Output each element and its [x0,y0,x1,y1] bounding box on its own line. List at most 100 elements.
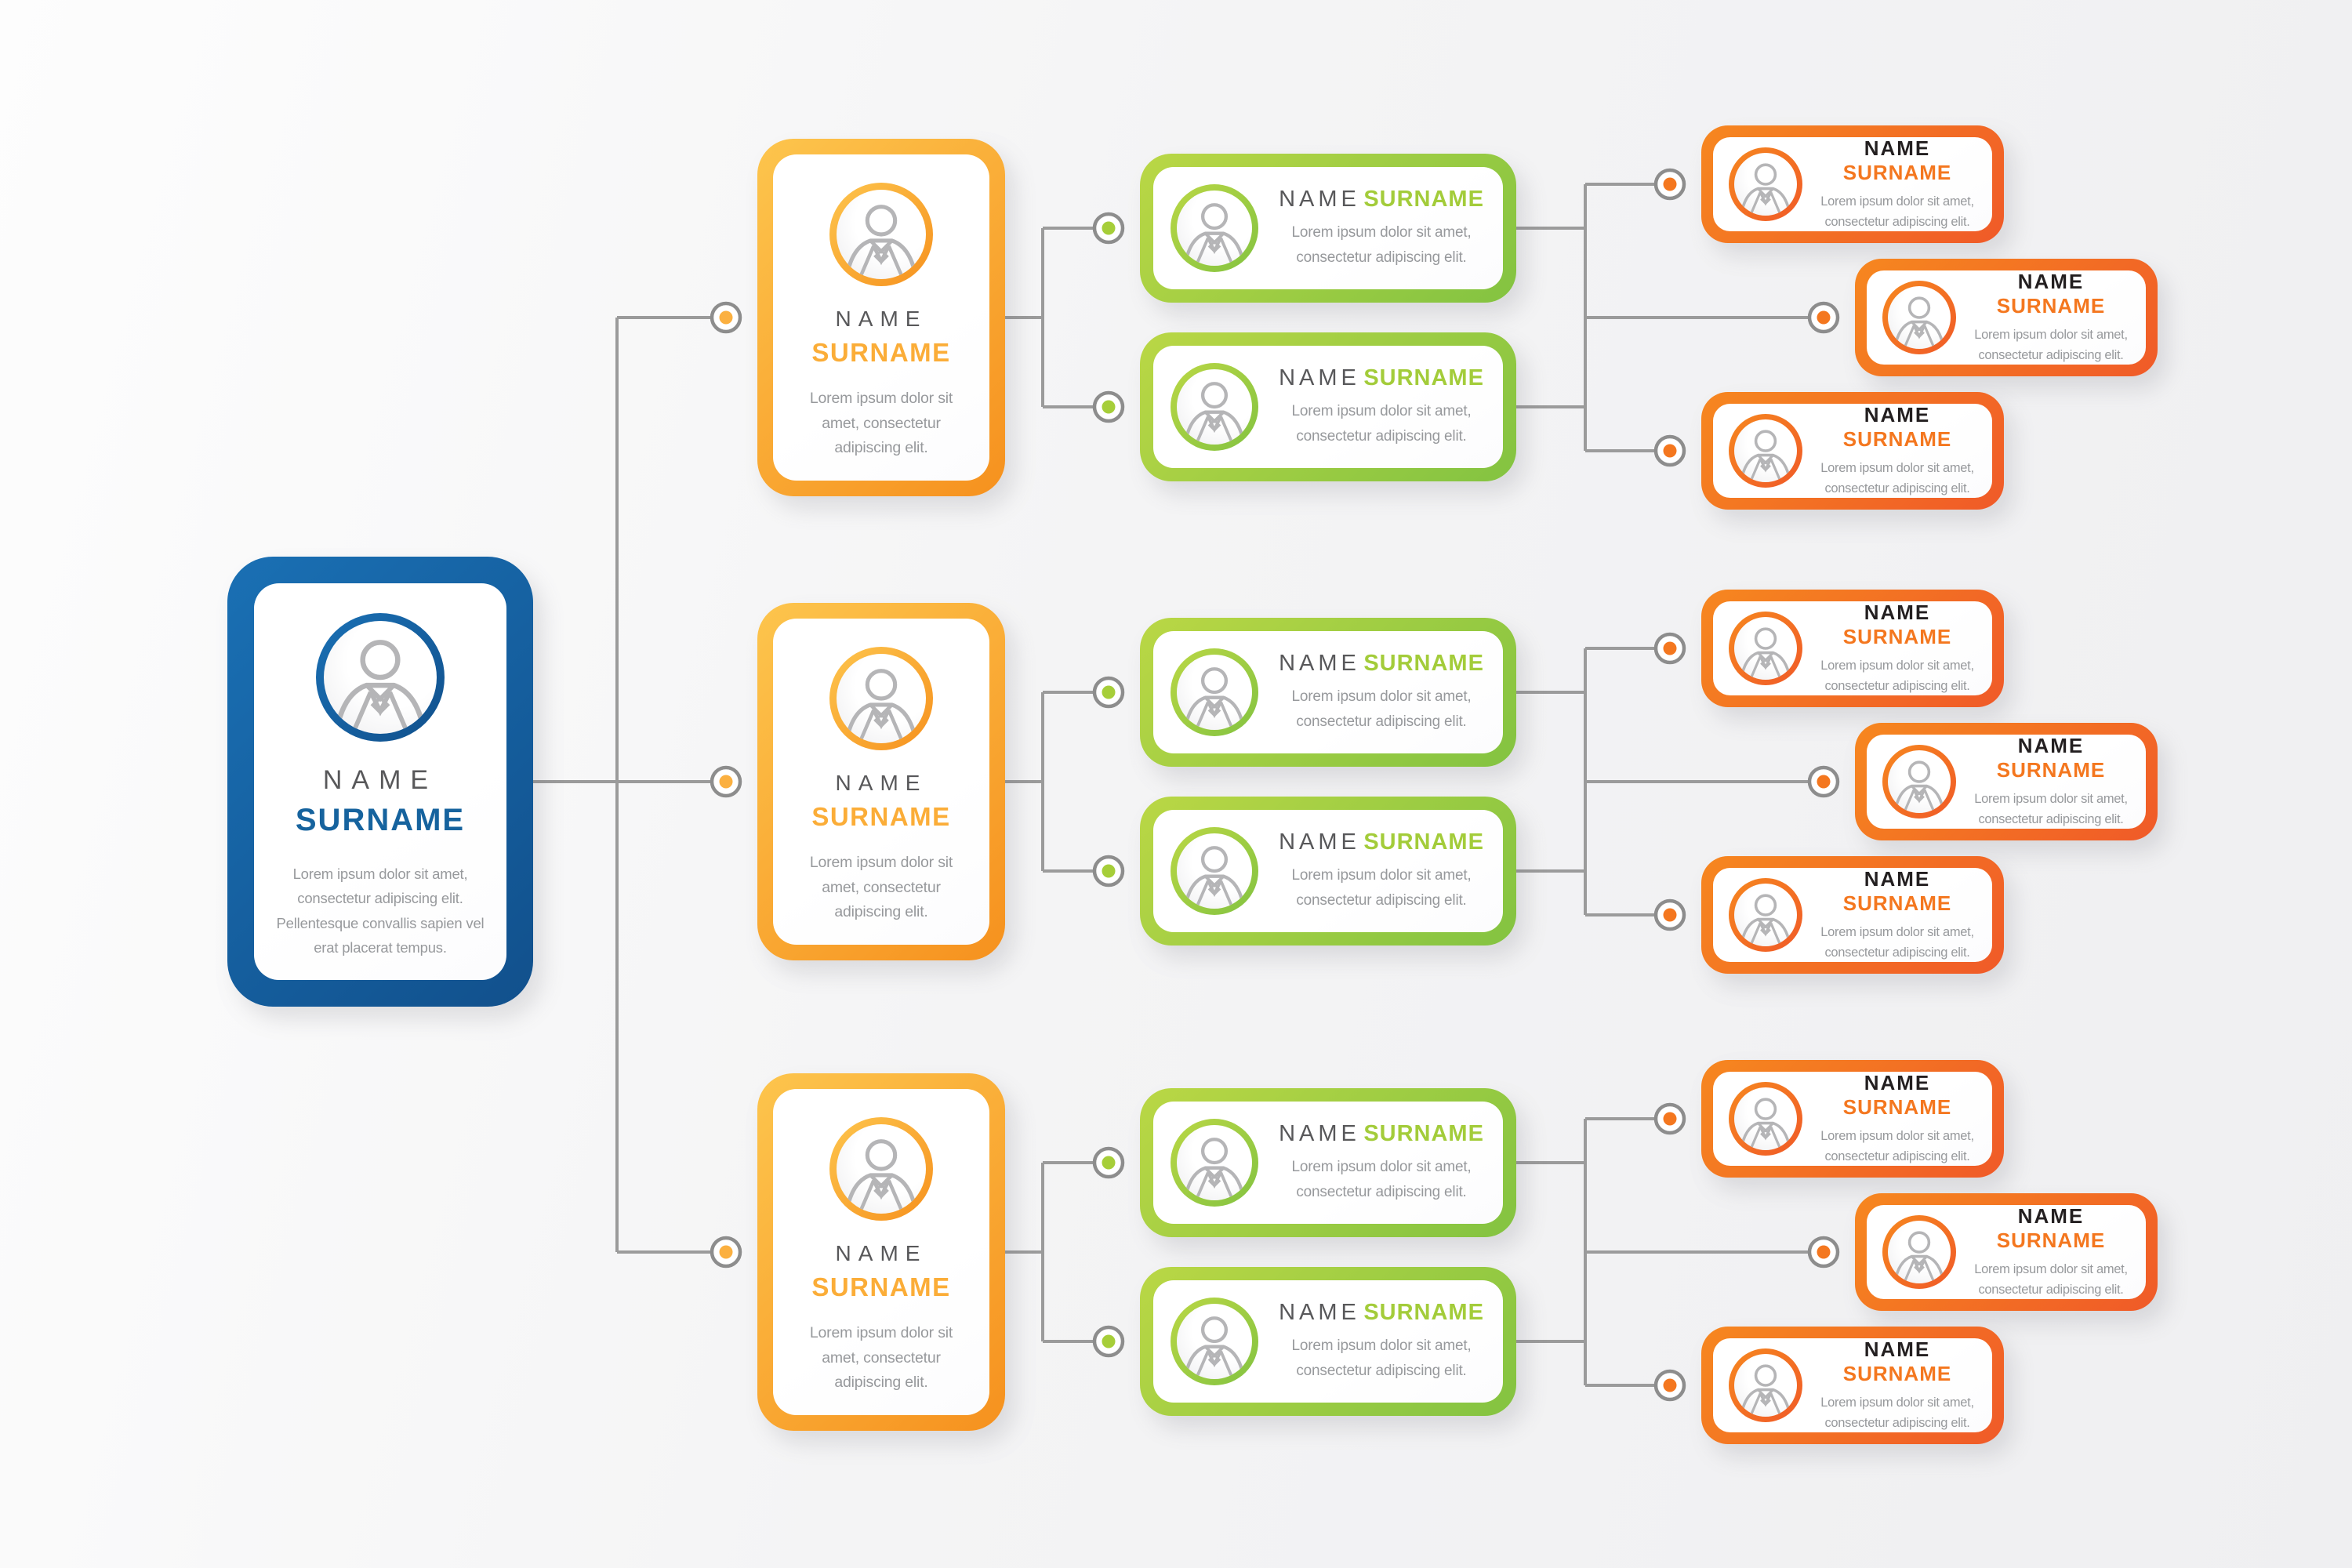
member-surname: SURNAME [1363,187,1484,212]
member-description: Lorem ipsum dolor sit amet, consectetur … [1291,867,1472,909]
avatar [1171,184,1258,272]
report-name: NAME [1864,136,1931,160]
manager-surname: SURNAME [811,802,951,831]
manager-description: Lorem ipsum dolor sit amet, consectetur … [809,390,953,457]
avatar [829,647,933,750]
member-surname: SURNAME [1363,829,1484,855]
report-name: NAME [2017,269,2085,293]
report-description: Lorem ipsum dolor sit amet, consectetur … [1820,924,1974,960]
avatar-person-icon [1177,655,1252,730]
avatar-person-icon [1734,1354,1797,1417]
member-card: NAME SURNAME Lorem ipsum dolor sit amet,… [1140,618,1516,767]
report-card: NAME SURNAME Lorem ipsum dolor sit amet,… [1855,259,2158,376]
report-card: NAME SURNAME Lorem ipsum dolor sit amet,… [1855,1193,2158,1311]
report-card: NAME SURNAME Lorem ipsum dolor sit amet,… [1701,392,2004,510]
avatar [1171,1119,1258,1207]
root-description: Lorem ipsum dolor sit amet, consectetur … [276,866,485,956]
report-name: NAME [1864,1337,1931,1361]
report-surname: SURNAME [1842,1094,1952,1119]
report-name: NAME [1864,866,1931,891]
report-description: Lorem ipsum dolor sit amet, consectetur … [1820,1128,1974,1163]
connector-node-dot [1653,168,1686,201]
member-description: Lorem ipsum dolor sit amet, consectetur … [1291,1159,1472,1200]
report-description: Lorem ipsum dolor sit amet, consectetur … [1974,327,2128,362]
root-card: NAME SURNAME Lorem ipsum dolor sit amet,… [227,557,533,1007]
avatar [1729,1082,1802,1156]
avatar [1882,1215,1956,1289]
avatar [316,613,445,742]
avatar-person-icon [1177,833,1252,909]
report-card: NAME SURNAME Lorem ipsum dolor sit amet,… [1855,723,2158,840]
connector-node-dot [1653,1102,1686,1135]
manager-name: NAME [835,771,927,795]
avatar-person-icon [1734,617,1797,680]
member-description: Lorem ipsum dolor sit amet, consectetur … [1291,1338,1472,1379]
member-surname: SURNAME [1363,651,1484,677]
manager-name: NAME [835,1241,927,1265]
member-name: NAME [1279,1121,1360,1147]
avatar-person-icon [837,190,926,279]
connector-node-dot [1653,632,1686,665]
avatar-person-icon [1734,1087,1797,1150]
avatar [1171,1298,1258,1385]
manager-name: NAME [835,307,927,331]
report-card: NAME SURNAME Lorem ipsum dolor sit amet,… [1701,125,2004,243]
member-surname: SURNAME [1363,1121,1484,1147]
connector-node-dot [1807,765,1840,798]
member-description: Lorem ipsum dolor sit amet, consectetur … [1291,224,1472,266]
root-name: NAME [322,765,438,795]
member-surname: SURNAME [1363,365,1484,391]
member-description: Lorem ipsum dolor sit amet, consectetur … [1291,688,1472,730]
avatar [1171,827,1258,915]
connector-node-dot [1807,1236,1840,1269]
report-card: NAME SURNAME Lorem ipsum dolor sit amet,… [1701,590,2004,707]
avatar [1729,414,1802,488]
avatar [1729,147,1802,221]
avatar [1729,1348,1802,1422]
report-surname: SURNAME [1996,757,2106,782]
avatar-person-icon [1177,191,1252,266]
connector-node-dot [1092,390,1125,423]
member-name: NAME [1279,365,1360,391]
connector-node-dot [1807,301,1840,334]
report-description: Lorem ipsum dolor sit amet, consectetur … [1820,1395,1974,1430]
manager-description: Lorem ipsum dolor sit amet, consectetur … [809,854,953,921]
report-card: NAME SURNAME Lorem ipsum dolor sit amet,… [1701,1060,2004,1178]
connector-node-dot [1092,676,1125,709]
avatar-person-icon [1888,286,1951,349]
report-surname: SURNAME [1842,426,1952,451]
report-description: Lorem ipsum dolor sit amet, consectetur … [1974,791,2128,826]
connector-node-dot [1653,1369,1686,1402]
avatar-person-icon [1888,750,1951,813]
manager-card: NAME SURNAME Lorem ipsum dolor sit amet,… [757,603,1005,960]
connector-node-dot [710,1236,742,1269]
root-surname: SURNAME [295,803,466,837]
avatar-person-icon [1177,1125,1252,1200]
avatar-person-icon [1177,1304,1252,1379]
report-surname: SURNAME [1996,293,2106,318]
report-name: NAME [2017,1203,2085,1228]
member-description: Lorem ipsum dolor sit amet, consectetur … [1291,403,1472,445]
member-surname: SURNAME [1363,1300,1484,1326]
avatar [1882,281,1956,354]
report-description: Lorem ipsum dolor sit amet, consectetur … [1820,460,1974,495]
manager-description: Lorem ipsum dolor sit amet, consectetur … [809,1324,953,1392]
avatar [1729,878,1802,952]
avatar [1882,745,1956,818]
avatar-person-icon [1177,369,1252,445]
report-description: Lorem ipsum dolor sit amet, consectetur … [1974,1261,2128,1297]
avatar-person-icon [324,621,437,734]
report-card: NAME SURNAME Lorem ipsum dolor sit amet,… [1701,856,2004,974]
report-description: Lorem ipsum dolor sit amet, consectetur … [1820,658,1974,693]
avatar [829,183,933,286]
report-surname: SURNAME [1842,1361,1952,1385]
report-surname: SURNAME [1842,160,1952,184]
report-name: NAME [1864,600,1931,624]
report-card: NAME SURNAME Lorem ipsum dolor sit amet,… [1701,1327,2004,1444]
connector-node-dot [710,301,742,334]
avatar-person-icon [1734,153,1797,216]
avatar-person-icon [837,1124,926,1214]
avatar-person-icon [1734,884,1797,946]
member-card: NAME SURNAME Lorem ipsum dolor sit amet,… [1140,797,1516,946]
